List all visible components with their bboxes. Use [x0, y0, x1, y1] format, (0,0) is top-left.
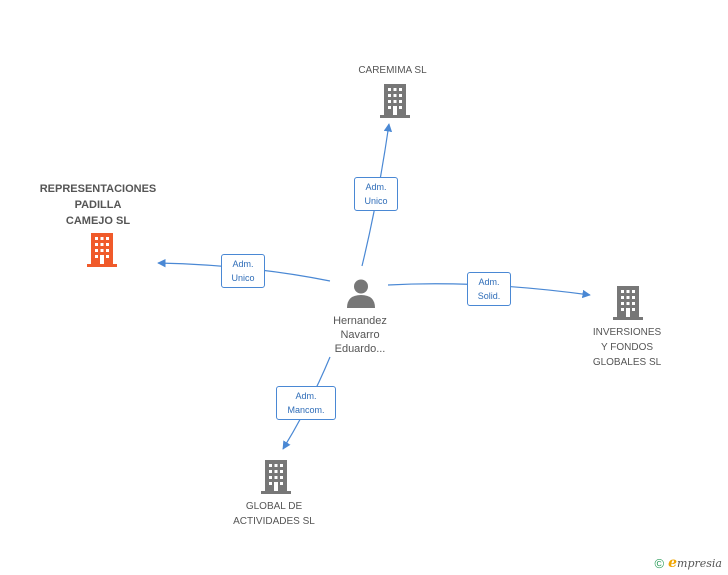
- relation-badge-caremima[interactable]: Adm. Unico: [354, 177, 398, 211]
- relation-badge-line1: Adm.: [365, 182, 387, 192]
- relation-badge-line1: Adm.: [478, 277, 500, 287]
- copyright-icon: ©: [654, 555, 665, 571]
- building-icon[interactable]: [613, 286, 643, 320]
- relation-badge-line2: Mancom.: [287, 405, 325, 415]
- person-name[interactable]: Hernandez Navarro Eduardo...: [333, 315, 387, 355]
- company-label-representaciones[interactable]: REPRESENTACIONES PADILLA CAMEJO SL: [39, 183, 157, 227]
- company-label-inversiones[interactable]: INVERSIONES Y FONDOS GLOBALES SL: [592, 327, 662, 368]
- company-label-global[interactable]: GLOBAL DE ACTIVIDADES SL: [233, 501, 315, 527]
- relation-badge-global[interactable]: Adm. Mancom.: [276, 386, 336, 420]
- building-icon[interactable]: [380, 84, 410, 118]
- relation-badge-representaciones[interactable]: Adm. Unico: [221, 254, 265, 288]
- brand-logo: empresia: [668, 555, 722, 571]
- building-icon[interactable]: [261, 460, 291, 494]
- brand-rest: mpresia: [677, 557, 722, 570]
- company-label-caremima[interactable]: CAREMIMA SL: [358, 65, 427, 76]
- footer-brand[interactable]: © empresia: [655, 555, 722, 571]
- person-icon[interactable]: [346, 278, 376, 308]
- relation-badge-line1: Adm.: [232, 259, 254, 269]
- relation-badge-line2: Solid.: [477, 291, 501, 301]
- relation-badge-line2: Unico: [231, 273, 255, 283]
- relation-badge-inversiones[interactable]: Adm. Solid.: [467, 272, 511, 306]
- relation-badge-line1: Adm.: [295, 391, 317, 401]
- brand-initial: e: [668, 555, 678, 571]
- relation-badge-line2: Unico: [364, 196, 388, 206]
- building-icon[interactable]: [86, 233, 118, 267]
